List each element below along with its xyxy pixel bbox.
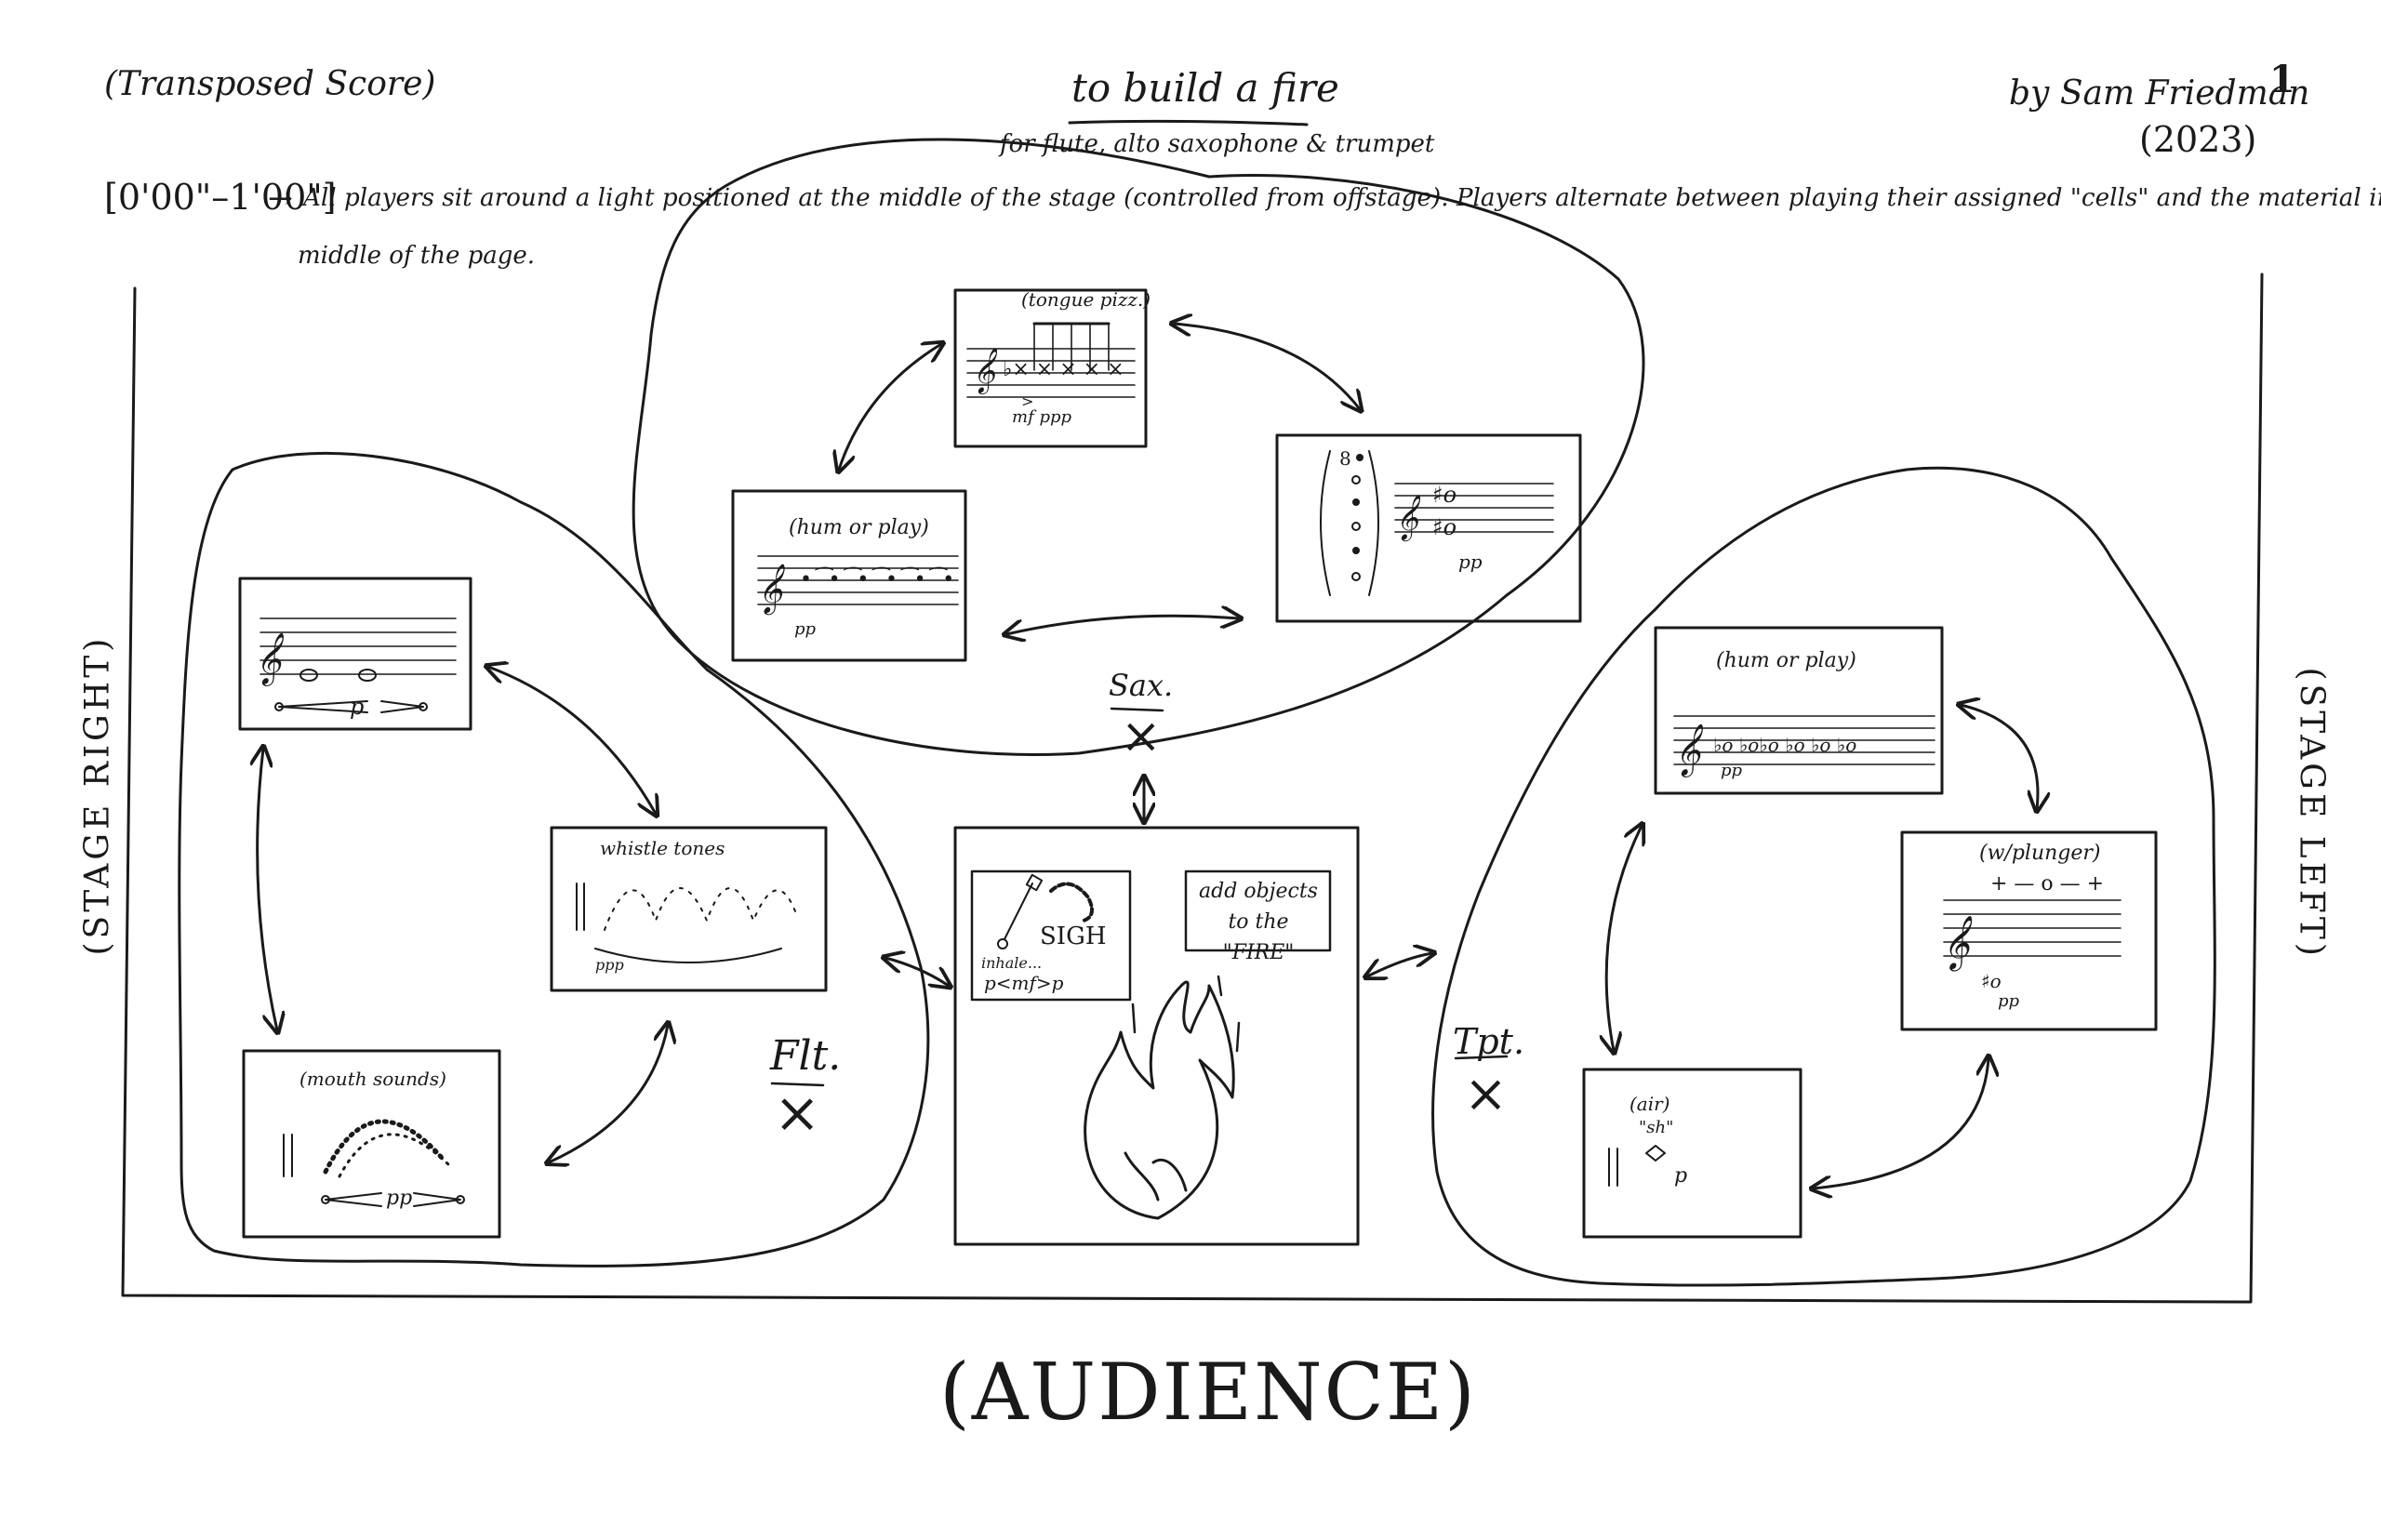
- sax-cell-hum: 𝄞 •⁀•⁀•⁀•⁀•⁀•: [731, 489, 967, 662]
- stage-right-label: (STAGE RIGHT): [78, 634, 117, 956]
- flute-position-mark: ×: [774, 1081, 821, 1146]
- page-number: 1: [2269, 58, 2295, 101]
- flute-cell-whistle: [550, 826, 828, 992]
- trumpet-plunger-dynamic: pp: [1998, 991, 2020, 1011]
- sax-hum-label: (hum or play): [789, 516, 929, 539]
- flute-region-outline: [178, 451, 930, 1268]
- svg-text:𝄞: 𝄞: [757, 563, 785, 616]
- sax-label-underline: [1110, 707, 1164, 712]
- flute-label: Flt.: [770, 1032, 842, 1080]
- trumpet-cell-air: [1582, 1068, 1802, 1239]
- trumpet-region-outline: [1431, 466, 2216, 1287]
- flute-cell-mouth: [242, 1049, 501, 1239]
- flute-mouth-label: (mouth sounds): [299, 1068, 446, 1090]
- svg-text:♯o: ♯o: [1432, 514, 1457, 540]
- sigh-dynamic: p<mf>p: [984, 972, 1064, 994]
- flute-whistle-label: whistle tones: [600, 837, 725, 859]
- trumpet-plunger-label: (w/plunger): [1979, 842, 2101, 865]
- flute-cell-harmonic: 𝄞: [238, 577, 472, 731]
- trumpet-plunger-marks: + — o — +: [1990, 872, 2105, 896]
- stage-left-label: (STAGE LEFT): [2292, 667, 2331, 960]
- trumpet-hum-label: (hum or play): [1716, 649, 1856, 672]
- sigh-label: SIGH: [1040, 923, 1107, 950]
- sax-label: Sax.: [1109, 668, 1174, 703]
- svg-text:>: >: [1021, 392, 1033, 410]
- flow-arrows: [258, 324, 2038, 1188]
- piece-title: to build a fire: [1071, 65, 1339, 111]
- flute-mouth-dynamic: pp: [386, 1187, 413, 1210]
- time-arrow: →: [268, 180, 293, 216]
- sax-region-outline: [632, 138, 1645, 756]
- trumpet-air-label: (air): [1629, 1093, 1670, 1115]
- svg-text:𝄞: 𝄞: [1395, 494, 1421, 542]
- svg-text:♭× × × × ×: ♭× × × × ×: [1003, 358, 1124, 381]
- fire-drawing: [1084, 975, 1241, 1220]
- trumpet-air-dynamic: p: [1674, 1164, 1688, 1188]
- composition-year: (2023): [2139, 119, 2257, 160]
- trumpet-position-mark: ×: [1464, 1064, 1508, 1124]
- flute-harmonic-dynamic: p: [350, 694, 365, 720]
- center-fire-cell: [953, 826, 1360, 1246]
- trumpet-hum-dynamic: pp: [1721, 761, 1743, 780]
- transposed-score-label: (Transposed Score): [104, 65, 436, 103]
- time-bracket: [0'00"–1'00"]: [104, 177, 337, 218]
- audience-label: (AUDIENCE): [939, 1347, 1477, 1438]
- sax-cell-multiphonic: 8 𝄞 ♯o ♯o: [1275, 433, 1582, 623]
- title-underline: [1068, 119, 1309, 126]
- svg-text:•⁀•⁀•⁀•⁀•⁀•: •⁀•⁀•⁀•⁀•⁀•: [800, 566, 954, 591]
- svg-text:𝄞: 𝄞: [972, 347, 998, 395]
- instruction-line-2: middle of the page.: [298, 242, 536, 270]
- sax-position-mark: ×: [1121, 709, 1162, 764]
- sax-multiphonic-dynamic: pp: [1458, 551, 1483, 573]
- svg-text:8: 8: [1339, 447, 1351, 470]
- piece-subtitle: for flute, alto saxophone & trumpet: [1000, 130, 1435, 158]
- sax-tongue-pizz-label: (tongue pizz.): [1021, 288, 1151, 311]
- flute-whistle-dynamic: ppp: [595, 956, 624, 974]
- trumpet-label: Tpt.: [1453, 1021, 1525, 1062]
- stage-frame: [121, 272, 2264, 1304]
- trumpet-cell-plunger: 𝄞 ♯o: [1900, 830, 2158, 1031]
- flute-label-underline: [770, 1082, 825, 1087]
- svg-text:♭o ♭o♭o ♭o ♭o ♭o: ♭o ♭o♭o ♭o ♭o ♭o: [1713, 734, 1856, 756]
- trumpet-cell-hum: 𝄞 ♭o ♭o♭o ♭o ♭o ♭o: [1654, 626, 1944, 795]
- sax-cell-tongue-pizz: 𝄞 ♭× × × × × >: [953, 288, 1148, 448]
- svg-text:♯o: ♯o: [1432, 482, 1457, 508]
- sax-tongue-pizz-dynamic: mf ppp: [1012, 407, 1072, 427]
- trumpet-air-syllable: "sh": [1639, 1118, 1674, 1137]
- trumpet-label-underline: [1454, 1055, 1509, 1060]
- composer-name: by Sam Friedman: [2009, 74, 2310, 113]
- svg-text:𝄞: 𝄞: [255, 632, 284, 686]
- inhale-label: inhale...: [981, 954, 1043, 972]
- svg-text:𝄞: 𝄞: [1942, 915, 1973, 972]
- sax-hum-dynamic: pp: [794, 619, 817, 639]
- svg-text:𝄞: 𝄞: [1674, 724, 1703, 777]
- svg-text:♯o: ♯o: [1981, 970, 2002, 992]
- fire-instruction: add objects to the "FIRE": [1199, 880, 1318, 964]
- instruction-line-1: All players sit around a light positione…: [303, 184, 2381, 212]
